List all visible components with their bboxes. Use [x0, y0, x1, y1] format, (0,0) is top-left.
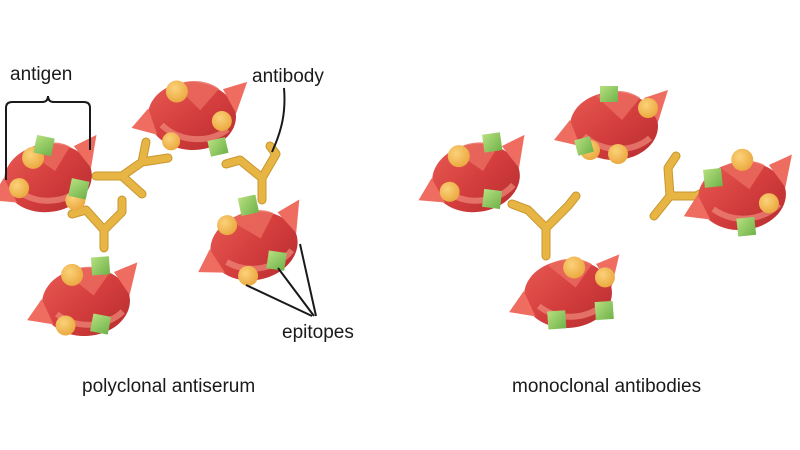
antibody-left-1	[91, 137, 173, 199]
antigen-4	[185, 194, 315, 296]
antigen-bracket	[5, 95, 91, 180]
polyclonal-group: antigen antibody epitopes polyclonal ant…	[0, 64, 354, 397]
antigen-label: antigen	[10, 64, 72, 85]
antigen-2	[131, 78, 248, 157]
antigen-3	[23, 256, 142, 340]
antibody-left-3	[221, 141, 281, 205]
monoclonal-group: monoclonal antibodies	[411, 86, 800, 397]
antigen-1	[0, 127, 106, 222]
epitopes-label: epitopes	[282, 322, 354, 343]
antibody-label: antibody	[252, 66, 324, 87]
antigen-8	[506, 253, 625, 332]
antibody-leader	[271, 87, 286, 153]
antibody-right-2	[649, 151, 717, 221]
antibody-left-2	[67, 195, 127, 253]
antibody-right-1	[507, 191, 581, 261]
monoclonal-caption: monoclonal antibodies	[512, 376, 701, 397]
epitopes-leaders	[245, 243, 317, 317]
polyclonal-caption: polyclonal antiserum	[82, 376, 255, 397]
antigen-7	[677, 148, 799, 242]
antigen-5	[411, 129, 534, 220]
antigen-6	[554, 86, 668, 164]
